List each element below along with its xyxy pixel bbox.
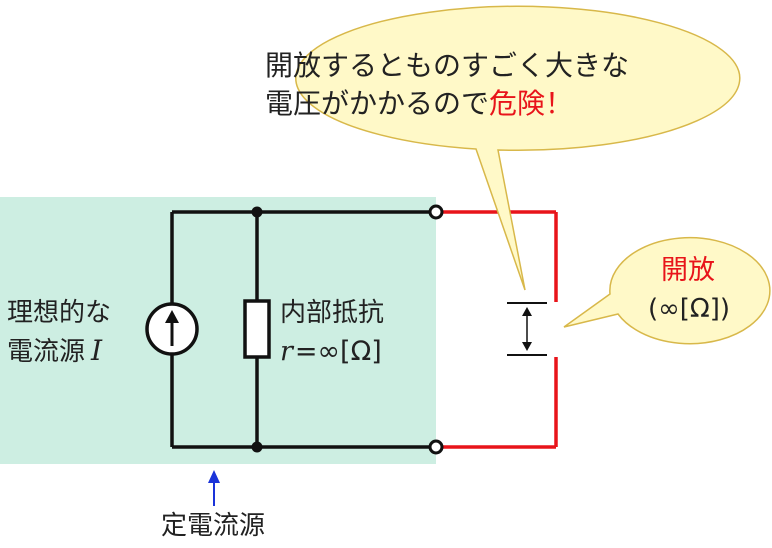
- open-callout-title: 開放: [661, 255, 715, 286]
- block-label: 定電流源: [161, 511, 265, 541]
- source-label-text: 電流源: [7, 337, 85, 367]
- black-wires: [170, 210, 436, 449]
- source-current-symbol: I: [90, 334, 103, 367]
- internal-resistor-symbol: [243, 299, 271, 359]
- danger-text: 危険！: [489, 87, 573, 120]
- current-source-symbol: [145, 302, 199, 356]
- open-callout-value: (∞[Ω]): [648, 294, 730, 324]
- warning-line-2-text: 電圧がかかるので: [265, 87, 489, 120]
- warning-line-2: 電圧がかかるので危険！: [265, 87, 573, 120]
- junction-bottom: [251, 441, 263, 453]
- open-circuit-wires: [442, 210, 558, 449]
- resistor-label-line-2: r=∞[Ω]: [280, 336, 382, 367]
- terminal-top: [428, 204, 444, 220]
- source-label-line-1: 理想的な: [7, 298, 111, 328]
- constant-current-source-region: [0, 197, 436, 464]
- resistor-variable: r: [280, 336, 295, 367]
- block-indicator-arrow: [208, 470, 220, 506]
- open-callout-bubble: [563, 236, 771, 345]
- warning-line-1: 開放するとものすごく大きな: [265, 49, 629, 82]
- junction-top: [251, 206, 263, 218]
- resistor-value: =∞[Ω]: [295, 336, 382, 367]
- resistor-label-line-1: 内部抵抗: [280, 298, 384, 328]
- warning-callout-bubble: [295, 5, 741, 291]
- terminal-bottom: [428, 439, 444, 455]
- open-gap-marker: [507, 302, 547, 356]
